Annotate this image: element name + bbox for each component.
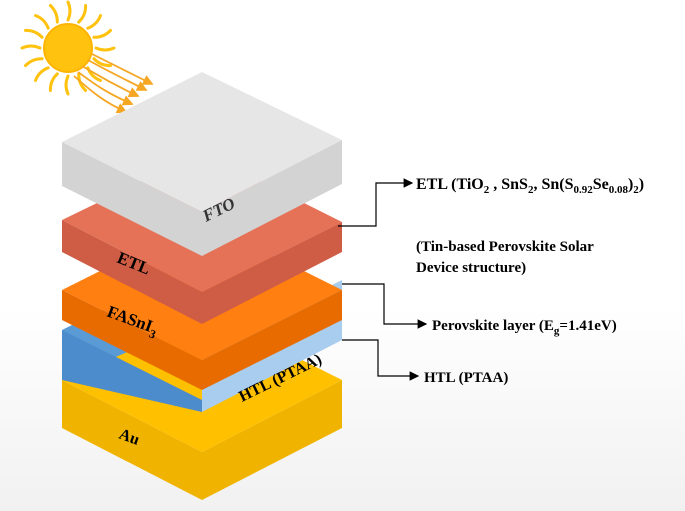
etl-connector bbox=[338, 178, 414, 227]
etl-right bbox=[202, 222, 342, 324]
fto-right bbox=[202, 140, 342, 256]
etl-annotation: ETL (TiO2 , SnS2, Sn(S0.92Se0.08)2) bbox=[416, 176, 644, 196]
sun-ray bbox=[94, 46, 116, 52]
sun-ray bbox=[92, 28, 112, 39]
sun-ray bbox=[34, 66, 50, 82]
htl-mid bbox=[62, 330, 202, 412]
connectors bbox=[338, 178, 428, 381]
structure-title-line1: (Tin-based Perovskite Solar bbox=[416, 239, 594, 255]
sun-ray bbox=[24, 28, 44, 39]
etl-left bbox=[62, 220, 202, 324]
sun-ray bbox=[34, 14, 50, 30]
sun-ray bbox=[20, 44, 42, 50]
sun-ray bbox=[66, 0, 72, 22]
au-side-right bbox=[202, 380, 342, 500]
sun-icon bbox=[20, 0, 116, 96]
perovskite-right bbox=[202, 290, 342, 390]
perovskite-left bbox=[62, 290, 202, 390]
sun-ray bbox=[24, 57, 44, 68]
structure-title-line2: Device structure) bbox=[416, 260, 526, 276]
sun-ray bbox=[48, 72, 59, 92]
htl-annotation: HTL (PTAA) bbox=[424, 370, 508, 386]
sun-ray bbox=[64, 74, 70, 96]
sun-ray bbox=[92, 57, 112, 68]
perovskite-connector bbox=[342, 283, 428, 329]
au-label: Au bbox=[117, 426, 142, 449]
light-rays bbox=[73, 53, 154, 114]
sun-ray bbox=[77, 72, 88, 92]
htl-connector bbox=[342, 339, 420, 381]
sun-ray bbox=[48, 4, 59, 24]
sun-ray bbox=[77, 4, 88, 24]
fto-left bbox=[62, 142, 202, 256]
layer-fto: FTO bbox=[62, 72, 342, 256]
perovskite-annotation: Perovskite layer (Eg=1.41eV) bbox=[432, 318, 617, 337]
au-side bbox=[62, 380, 202, 500]
sun-ray bbox=[86, 14, 102, 30]
